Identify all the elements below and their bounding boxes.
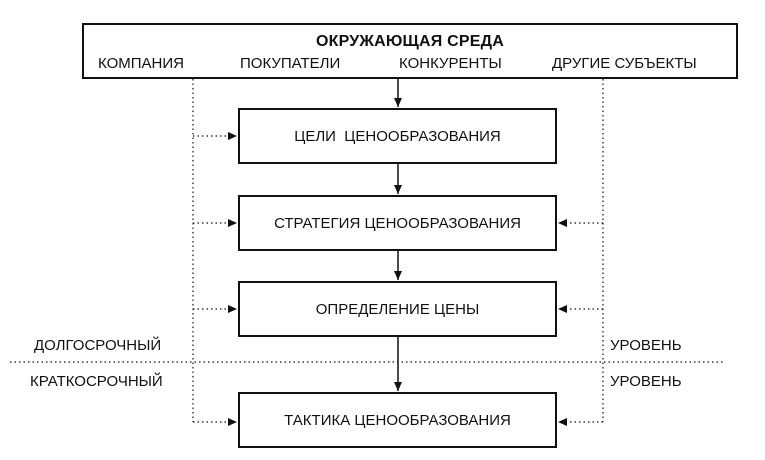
stage-pricing-goals: ЦЕЛИ ЦЕНООБРАЗОВАНИЯ [238,108,557,164]
label-short-term: КРАТКОСРОЧНЫЙ [30,373,163,390]
stage-pricing-tactics: ТАКТИКА ЦЕНООБРАЗОВАНИЯ [238,392,557,448]
stage-label: ОПРЕДЕЛЕНИЕ ЦЕНЫ [315,300,480,318]
label-level-lower: УРОВЕНЬ [610,373,682,390]
environment-item-company: КОМПАНИЯ [98,55,184,72]
environment-item-other-subjects: ДРУГИЕ СУБЪЕКТЫ [552,55,697,72]
stage-price-determination: ОПРЕДЕЛЕНИЕ ЦЕНЫ [238,281,557,337]
environment-title: ОКРУЖАЮЩАЯ СРЕДА [316,33,504,50]
stage-label: ЦЕЛИ ЦЕНООБРАЗОВАНИЯ [294,127,501,145]
environment-box: ОКРУЖАЮЩАЯ СРЕДА КОМПАНИЯ ПОКУПАТЕЛИ КОН… [82,23,738,79]
label-long-term: ДОЛГОСРОЧНЫЙ [34,337,162,354]
environment-item-competitors: КОНКУРЕНТЫ [399,55,502,72]
stage-pricing-strategy: СТРАТЕГИЯ ЦЕНООБРАЗОВАНИЯ [238,195,557,251]
label-level-upper: УРОВЕНЬ [610,337,682,354]
stage-label: СТРАТЕГИЯ ЦЕНООБРАЗОВАНИЯ [274,214,521,232]
environment-item-buyers: ПОКУПАТЕЛИ [240,55,341,72]
stage-label: ТАКТИКА ЦЕНООБРАЗОВАНИЯ [284,411,511,429]
